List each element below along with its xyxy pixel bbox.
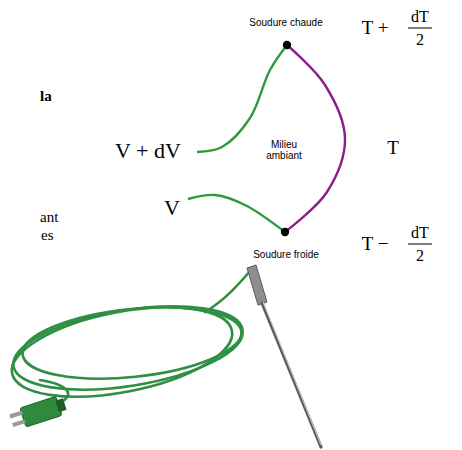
probe-rod: [262, 303, 321, 447]
green-wire: [188, 195, 285, 232]
plug-pin: [12, 419, 26, 427]
cut-text: la: [40, 88, 52, 105]
temperature-label: T: [387, 138, 399, 159]
probe-rod-shine: [263, 302, 321, 445]
cold-junction: Soudure froide: [231, 222, 341, 278]
junction-label: Soudure chaude: [249, 17, 322, 28]
medium-label: Milieu ambiant: [261, 139, 307, 161]
junction-ellipse-fill: [232, 1, 341, 55]
temperature-label: T +: [362, 18, 389, 39]
fraction-bar: [408, 244, 432, 245]
junction-dot: [283, 41, 291, 49]
fraction-numerator: dT: [411, 8, 429, 26]
junction-ellipse-fill: [232, 223, 341, 278]
probe: [247, 265, 321, 447]
fraction-bar: [408, 28, 432, 29]
plug-pin: [9, 411, 23, 419]
fraction-numerator: dT: [411, 224, 429, 242]
junction-label: Soudure froide: [253, 249, 319, 260]
temperature-label: T −: [362, 234, 389, 255]
junction-dot: [281, 228, 289, 236]
voltage-label: V: [164, 196, 180, 220]
fraction-denominator: 2: [416, 247, 424, 265]
fraction-denominator: 2: [416, 31, 424, 49]
green-wire: [197, 45, 287, 152]
cut-text: es: [41, 227, 54, 244]
cable-loop: [4, 291, 239, 412]
plug: [8, 394, 67, 430]
hot-junction: Soudure chaude: [231, 0, 341, 55]
cable-coil: [4, 270, 251, 413]
voltage-label: V + dV: [115, 139, 181, 163]
purple-wire: [285, 45, 345, 232]
probe-handle: [247, 265, 267, 305]
plug-cap: [55, 398, 66, 412]
cut-text: ant: [40, 209, 58, 226]
cable-to-handle: [205, 270, 251, 312]
cable-loop: [19, 298, 245, 389]
cable-loop: [7, 292, 248, 403]
wire-group: [188, 45, 287, 232]
